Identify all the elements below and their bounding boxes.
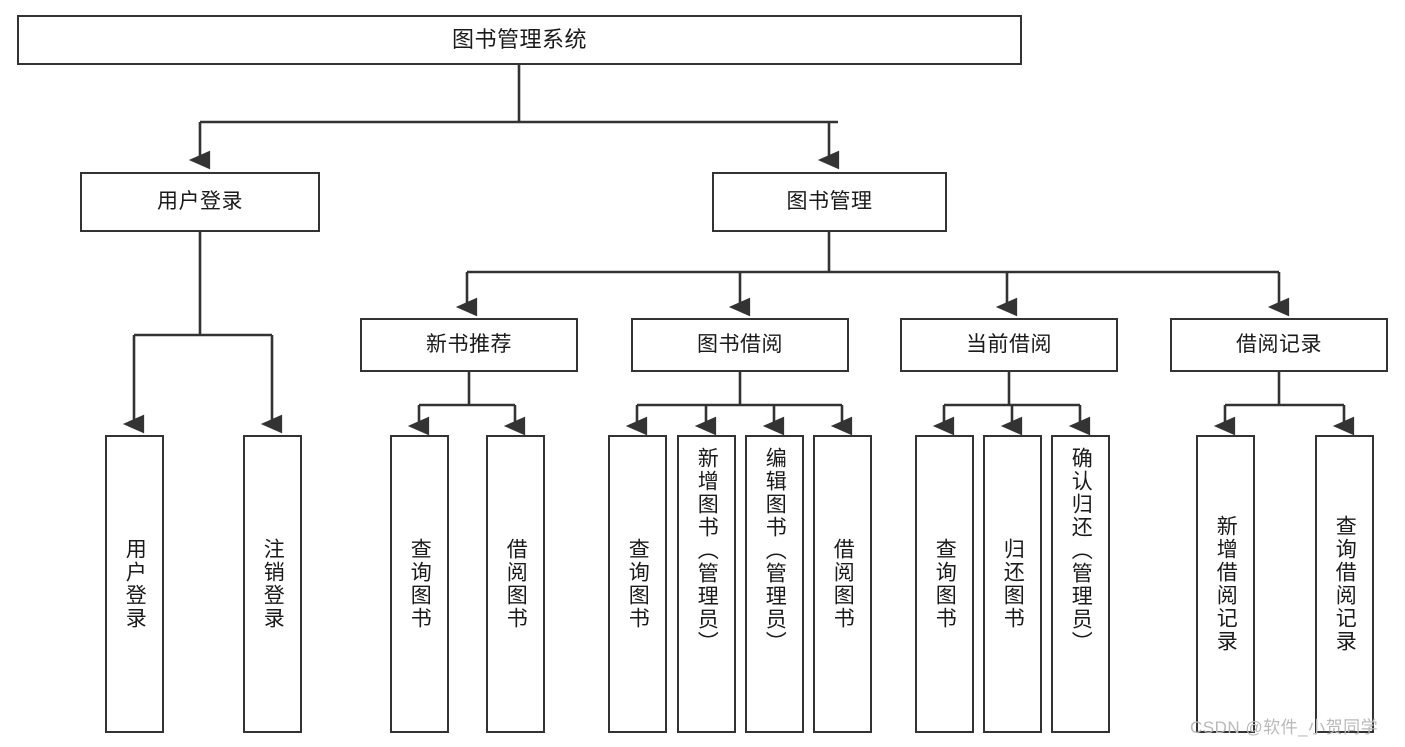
node-borrow-record[interactable]: 借阅记录: [1170, 318, 1388, 372]
node-book-borrow[interactable]: 图书借阅: [631, 318, 849, 372]
leaf-borrow-record-query-record[interactable]: 查询借阅记录: [1315, 435, 1374, 733]
node-label: 借阅图书: [504, 538, 528, 630]
node-label: 确认归还（管理员）: [1069, 447, 1093, 654]
node-label: 图书管理: [786, 190, 873, 214]
leaf-user-login-logout[interactable]: 注销登录: [243, 435, 302, 733]
leaf-book-borrow-edit-book-admin[interactable]: 编辑图书（管理员）: [745, 435, 804, 733]
node-label: 图书管理系统: [451, 26, 587, 52]
leaf-borrow-record-add-record[interactable]: 新增借阅记录: [1196, 435, 1255, 733]
leaf-current-borrow-return-book[interactable]: 归还图书: [983, 435, 1042, 733]
leaf-new-book-query-book[interactable]: 查询图书: [390, 435, 449, 733]
leaf-book-borrow-borrow-book[interactable]: 借阅图书: [813, 435, 872, 733]
node-label: 用户登录: [157, 190, 243, 214]
node-label: 注销登录: [261, 538, 285, 630]
node-label: 编辑图书（管理员）: [763, 447, 787, 654]
node-label: 新增图书（管理员）: [695, 447, 719, 654]
node-root-book-management-system[interactable]: 图书管理系统: [17, 15, 1022, 65]
node-label: 新增借阅记录: [1214, 515, 1238, 653]
node-book-management[interactable]: 图书管理: [712, 172, 947, 232]
leaf-current-borrow-query-book[interactable]: 查询图书: [915, 435, 974, 733]
node-label: 图书借阅: [697, 333, 783, 357]
node-label: 借阅记录: [1236, 333, 1322, 357]
node-label: 当前借阅: [966, 333, 1052, 357]
node-label: 查询图书: [408, 538, 432, 630]
node-label: 新书推荐: [426, 333, 512, 357]
node-label: 归还图书: [1001, 538, 1025, 630]
node-label: 查询图书: [933, 538, 957, 630]
node-new-book-recommend[interactable]: 新书推荐: [360, 318, 578, 372]
leaf-user-login-login[interactable]: 用户登录: [105, 435, 164, 733]
leaf-book-borrow-query-book[interactable]: 查询图书: [608, 435, 667, 733]
node-label: 查询借阅记录: [1333, 515, 1357, 653]
node-label: 借阅图书: [831, 538, 855, 630]
csdn-watermark: CSDN @软件_小贺同学: [1190, 718, 1379, 737]
leaf-current-borrow-confirm-return-admin[interactable]: 确认归还（管理员）: [1051, 435, 1110, 733]
leaf-new-book-borrow-book[interactable]: 借阅图书: [486, 435, 545, 733]
node-label: 用户登录: [123, 538, 147, 630]
node-user-login[interactable]: 用户登录: [80, 172, 320, 232]
leaf-book-borrow-add-book-admin[interactable]: 新增图书（管理员）: [677, 435, 736, 733]
node-label: 查询图书: [626, 538, 650, 630]
node-current-borrow[interactable]: 当前借阅: [900, 318, 1118, 372]
